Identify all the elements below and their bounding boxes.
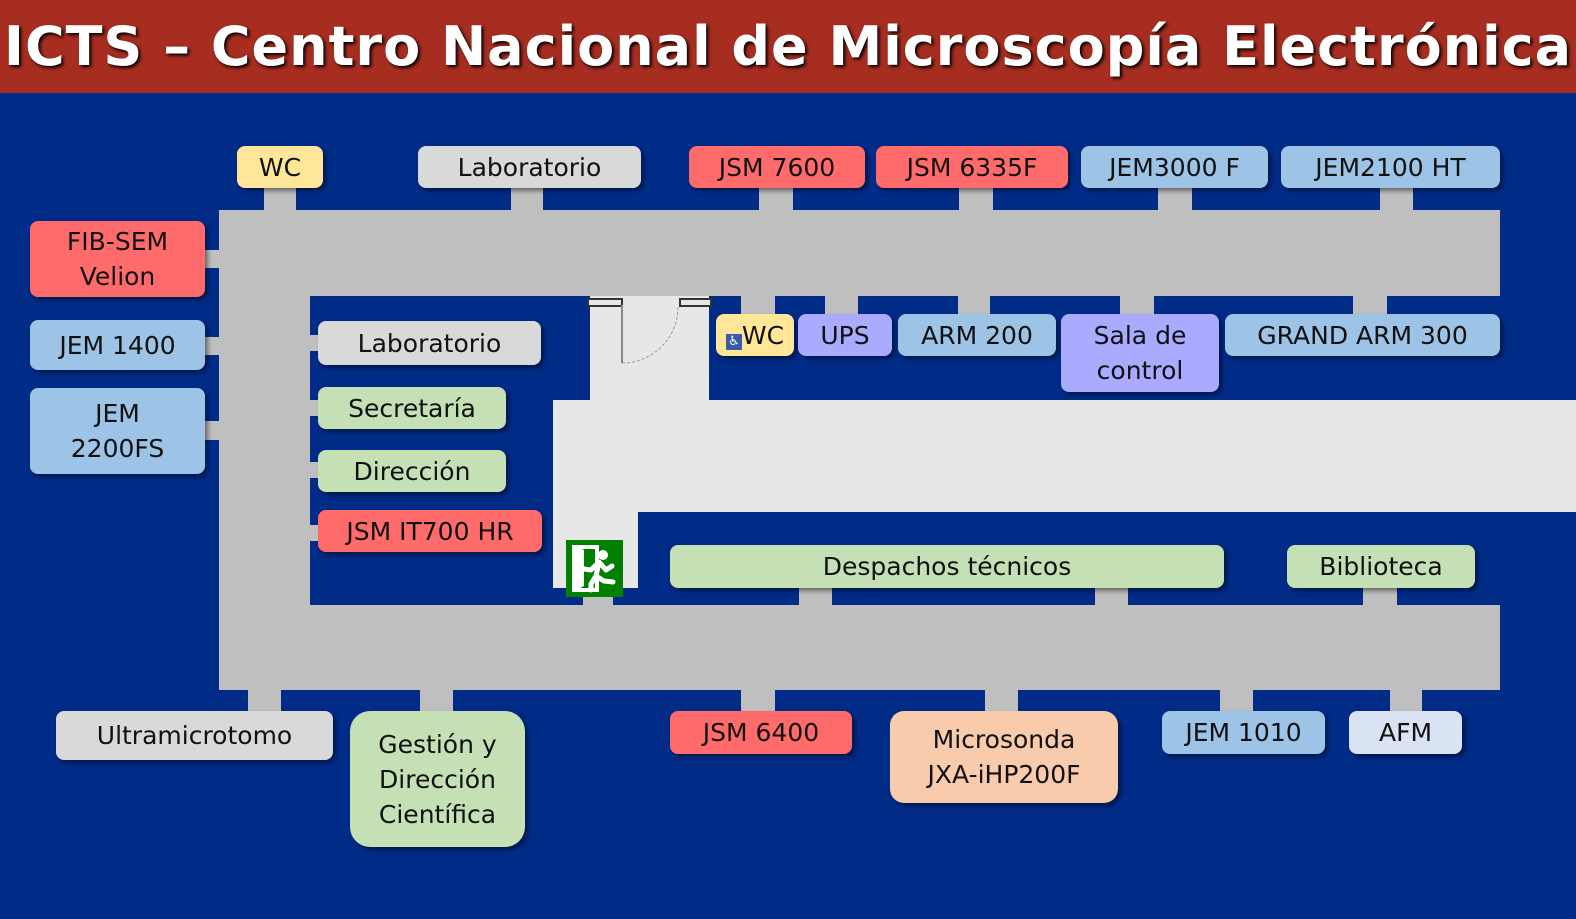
corridor-bottom — [219, 605, 1500, 690]
room-fib-sem-velion[interactable]: FIB-SEM Velion — [30, 221, 205, 297]
header-bar: ICTS – Centro Nacional de Microscopía El… — [0, 0, 1576, 93]
room-jsm-6400[interactable]: JSM 6400 — [670, 711, 852, 754]
room-jsm-6335f[interactable]: JSM 6335F — [876, 146, 1068, 188]
room-jsm-it700hr[interactable]: JSM IT700 HR — [318, 510, 542, 552]
room-arm-200[interactable]: ARM 200 — [898, 314, 1056, 356]
room-laboratorio-top[interactable]: Laboratorio — [418, 146, 641, 188]
emergency-exit-icon — [566, 540, 623, 597]
room-wc-top[interactable]: WC — [237, 146, 323, 188]
room-jem2100ht[interactable]: JEM2100 HT — [1281, 146, 1500, 188]
corridor-top — [219, 210, 1500, 296]
room-label: WC — [741, 320, 785, 350]
room-laboratorio-left[interactable]: Laboratorio — [318, 321, 541, 365]
room-jem-2200fs[interactable]: JEM 2200FS — [30, 388, 205, 474]
room-afm[interactable]: AFM — [1349, 711, 1462, 754]
room-ups[interactable]: UPS — [798, 314, 892, 356]
room-jem-1010[interactable]: JEM 1010 — [1162, 711, 1325, 754]
entrance-hall — [590, 296, 709, 406]
room-grand-arm-300[interactable]: GRAND ARM 300 — [1225, 314, 1500, 356]
room-direccion[interactable]: Dirección — [318, 450, 506, 492]
room-secretaria[interactable]: Secretaría — [318, 387, 506, 429]
room-gestion-direccion-cientifica[interactable]: Gestión y Dirección Científica — [350, 711, 525, 847]
room-jem-1400[interactable]: JEM 1400 — [30, 320, 205, 370]
room-ultramicrotomo[interactable]: Ultramicrotomo — [56, 711, 333, 760]
page-title: ICTS – Centro Nacional de Microscopía El… — [3, 15, 1573, 78]
room-microsonda[interactable]: Microsonda JXA-iHP200F — [890, 711, 1118, 803]
room-despachos-tecnicos[interactable]: Despachos técnicos — [670, 545, 1224, 588]
room-biblioteca[interactable]: Biblioteca — [1287, 545, 1475, 588]
wheelchair-icon: ♿ — [725, 334, 742, 350]
room-wc-inner[interactable]: ♿ WC — [716, 314, 794, 356]
door-right — [679, 298, 712, 307]
hall-horizontal — [553, 400, 1576, 512]
door-swing — [621, 305, 679, 364]
room-sala-de-control[interactable]: Sala de control — [1061, 314, 1219, 392]
room-jem3000f[interactable]: JEM3000 F — [1081, 146, 1268, 188]
door-left — [587, 298, 623, 307]
room-jsm-7600[interactable]: JSM 7600 — [689, 146, 865, 188]
